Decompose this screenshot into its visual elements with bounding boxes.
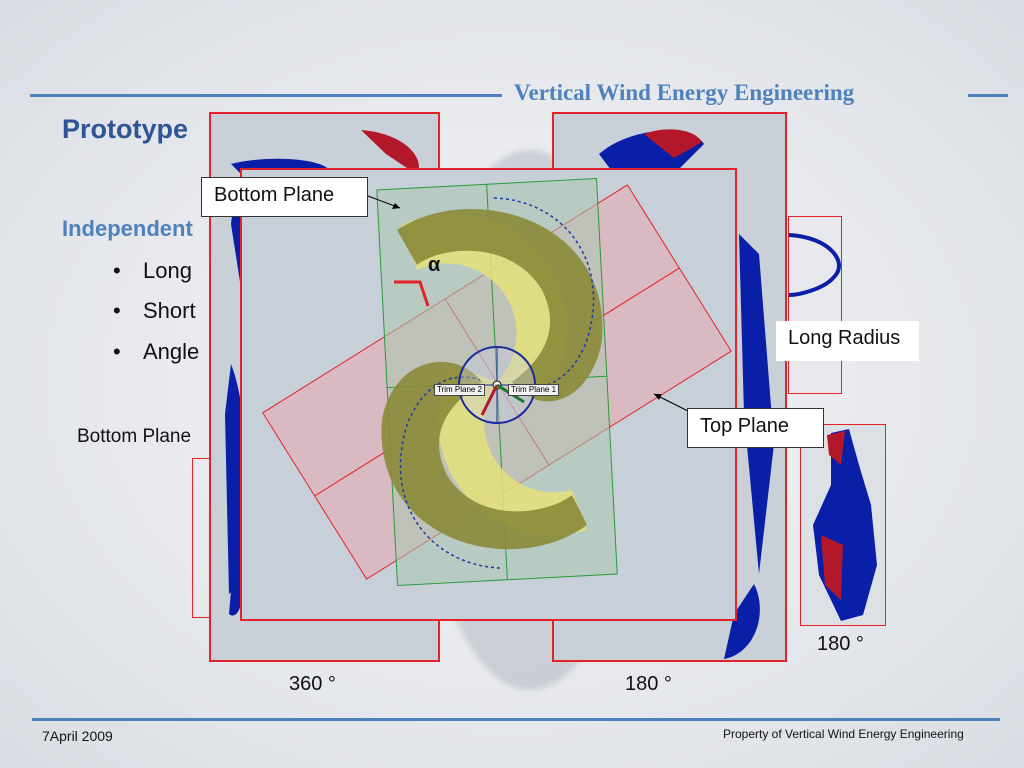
bullet-label: Angle	[143, 339, 200, 364]
bottom-plane-text: Bottom Plane	[77, 426, 192, 447]
top-plane-callout: Top Plane	[687, 408, 824, 448]
footer-date: 7April 2009	[42, 728, 113, 744]
bullet-label: Short	[143, 298, 196, 323]
footer-rule	[32, 718, 1000, 721]
trim-plane-1-tag: Trim Plane 1	[508, 384, 560, 396]
blade-middle-shape	[599, 129, 774, 659]
left-small-frame	[192, 458, 213, 618]
subheading: Independent	[62, 216, 193, 241]
blade-outline-top	[493, 197, 595, 389]
bottom-plane-callout: Bottom Plane	[201, 177, 368, 217]
alpha-label: α	[428, 254, 441, 276]
slide-title: Prototype	[62, 114, 189, 144]
blade-loop-shape	[789, 233, 841, 297]
trim-plane-2-tag: Trim Plane 2	[434, 384, 486, 396]
blade-side-shape	[813, 429, 877, 621]
bullet-item-long: •Long	[113, 258, 192, 283]
right-small-panel	[800, 424, 886, 626]
axis-arrow-red	[480, 384, 499, 416]
blade-outer-arc-bottom	[437, 365, 587, 536]
blade-top	[397, 208, 603, 402]
rotor-geometry-diagram	[262, 177, 732, 587]
bullet-item-short: •Short	[113, 298, 196, 323]
header-title: Vertical Wind Energy Engineering	[514, 80, 855, 105]
long-radius-callout: Long Radius	[776, 321, 919, 361]
blade-outline-bottom	[399, 376, 501, 569]
main-plane-panel: Trim Plane 2 Trim Plane 1 α	[240, 168, 737, 621]
header-rule-right	[968, 94, 1008, 97]
angle-label-left: 360 °	[289, 673, 336, 695]
header-rule-left	[30, 94, 502, 97]
bullet-item-angle: •Angle	[113, 339, 200, 364]
angle-label-right: 180 °	[817, 633, 864, 655]
angle-label-middle: 180 °	[625, 673, 672, 695]
blade-bottom	[381, 361, 587, 550]
right-top-panel	[788, 216, 842, 394]
footer-property: Property of Vertical Wind Energy Enginee…	[723, 727, 964, 741]
alpha-angle-marker	[394, 280, 430, 307]
bullet-label: Long	[143, 258, 192, 283]
